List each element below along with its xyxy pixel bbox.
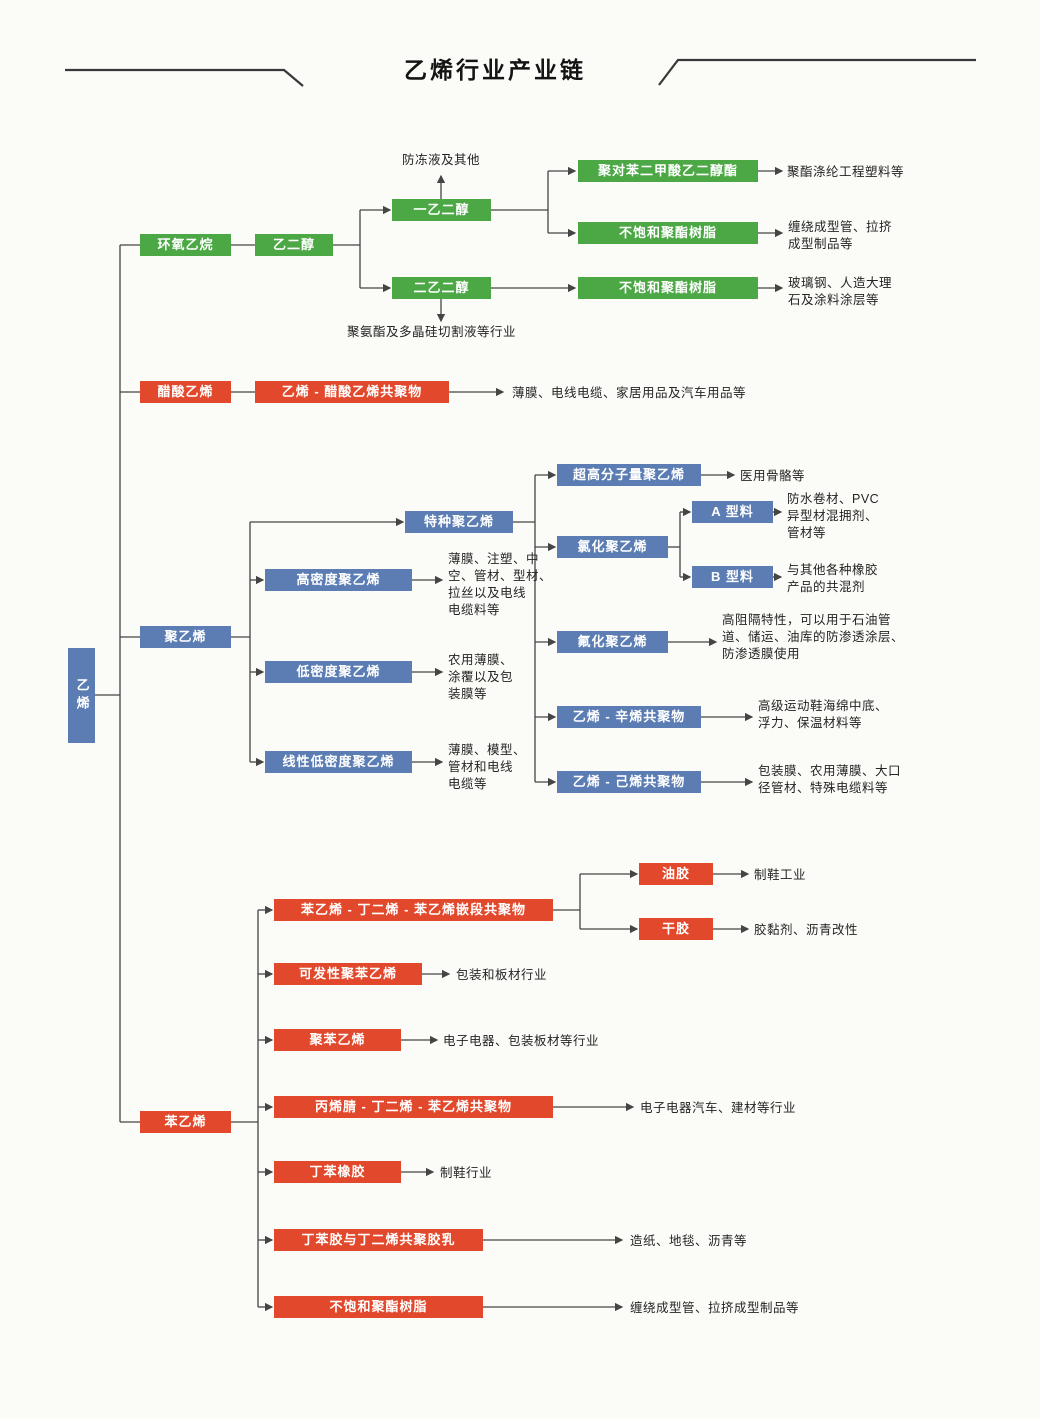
label-eps-uses: 包装和板材行业 — [456, 968, 548, 982]
node-styrene: 苯乙烯 — [140, 1111, 231, 1133]
node-upr-1: 不饱和聚酯树脂 — [578, 222, 758, 244]
node-hexene-copolymer: 乙烯 - 己烯共聚物 — [557, 771, 701, 793]
node-lldpe: 线性低密度聚乙烯 — [265, 751, 412, 773]
node-dry-glue: 干胶 — [639, 918, 713, 940]
node-pet: 聚对苯二甲酸乙二醇酯 — [578, 160, 758, 182]
node-sbr: 丁苯橡胶 — [274, 1161, 401, 1183]
label-antifreeze: 防冻液及其他 — [401, 153, 480, 167]
label-ps-uses: 电子电器、包装板材等行业 — [443, 1034, 600, 1048]
node-eps: 可发性聚苯乙烯 — [274, 963, 422, 985]
arrow-lines — [250, 166, 784, 1312]
node-latex: 丁苯胶与丁二烯共聚胶乳 — [274, 1229, 483, 1251]
label-latex-uses: 造纸、地毯、沥青等 — [630, 1234, 748, 1248]
label-fpe-uses: 高阻隔特性，可以用于石油管 道、储运、油库的防渗透涂层、 防渗透膜使用 — [722, 613, 905, 661]
label-upr2-uses: 玻璃钢、人造大理 石及涂料涂层等 — [788, 276, 893, 307]
label-dry-glue-uses: 胶黏剂、沥青改性 — [754, 923, 859, 937]
node-uhmwpe: 超高分子量聚乙烯 — [557, 464, 701, 486]
node-fpe: 氟化聚乙烯 — [557, 631, 668, 653]
node-octene-copolymer: 乙烯 - 辛烯共聚物 — [557, 706, 701, 728]
label-uhmwpe-uses: 医用骨骼等 — [740, 469, 806, 483]
label-type-b-uses: 与其他各种橡胶 产品的共混剂 — [787, 563, 879, 594]
label-abs-uses: 电子电器汽车、建材等行业 — [640, 1101, 797, 1115]
node-meg: 一乙二醇 — [392, 199, 491, 221]
label-upr3-uses: 缠绕成型管、拉挤成型制品等 — [630, 1301, 800, 1315]
node-ethylene: 乙烯 — [68, 648, 95, 743]
node-upr-3: 不饱和聚酯树脂 — [274, 1296, 483, 1318]
node-type-b: B 型料 — [692, 566, 773, 588]
node-ethylene-glycol: 乙二醇 — [255, 234, 333, 256]
label-eva-uses: 薄膜、电线电缆、家居用品及汽车用品等 — [512, 386, 747, 400]
label-polyurethane: 聚氨酯及多晶硅切割液等行业 — [347, 325, 517, 339]
node-vinyl-acetate: 醋酸乙烯 — [140, 381, 231, 403]
node-ethylene-oxide: 环氧乙烷 — [140, 234, 231, 256]
label-poe-uses: 高级运动鞋海绵中底、 浮力、保温材料等 — [758, 699, 889, 730]
label-ldpe-uses: 农用薄膜、 涂覆以及包 装膜等 — [448, 653, 514, 701]
node-eva-copolymer: 乙烯 - 醋酸乙烯共聚物 — [255, 381, 449, 403]
page-title: 乙烯行业产业链 — [404, 57, 586, 83]
node-polyethylene: 聚乙烯 — [140, 626, 231, 648]
label-ehc-uses: 包装膜、农用薄膜、大口 径管材、特殊电缆料等 — [758, 764, 902, 795]
node-hdpe: 高密度聚乙烯 — [265, 569, 412, 591]
label-pet-uses: 聚酯涤纶工程塑料等 — [787, 165, 905, 179]
label-type-a-uses: 防水卷材、PVC 异型材混拥剂、 管材等 — [787, 492, 880, 540]
label-lldpe-uses: 薄膜、模型、 管材和电线 电缆等 — [448, 743, 527, 791]
node-type-a: A 型料 — [692, 501, 773, 523]
title-banner-lines — [65, 58, 976, 87]
label-upr1-uses: 缠绕成型管、拉挤 成型制品等 — [788, 220, 893, 251]
node-sbs: 苯乙烯 - 丁二烯 - 苯乙烯嵌段共聚物 — [274, 899, 553, 921]
node-oil-glue: 油胶 — [639, 863, 713, 885]
node-ldpe: 低密度聚乙烯 — [265, 661, 412, 683]
node-abs: 丙烯腈 - 丁二烯 - 苯乙烯共聚物 — [274, 1096, 553, 1118]
node-ps: 聚苯乙烯 — [274, 1029, 401, 1051]
branch-lines — [95, 171, 681, 1307]
node-upr-2: 不饱和聚酯树脂 — [578, 277, 758, 299]
node-special-pe: 特种聚乙烯 — [405, 511, 513, 533]
label-hdpe-uses: 薄膜、注塑、中 空、管材、型材、 拉丝以及电线 电缆料等 — [448, 552, 553, 617]
node-deg: 二乙二醇 — [392, 277, 491, 299]
node-cpe: 氯化聚乙烯 — [557, 536, 668, 558]
label-sbr-uses: 制鞋行业 — [440, 1166, 493, 1180]
label-oil-glue-uses: 制鞋工业 — [754, 868, 807, 882]
